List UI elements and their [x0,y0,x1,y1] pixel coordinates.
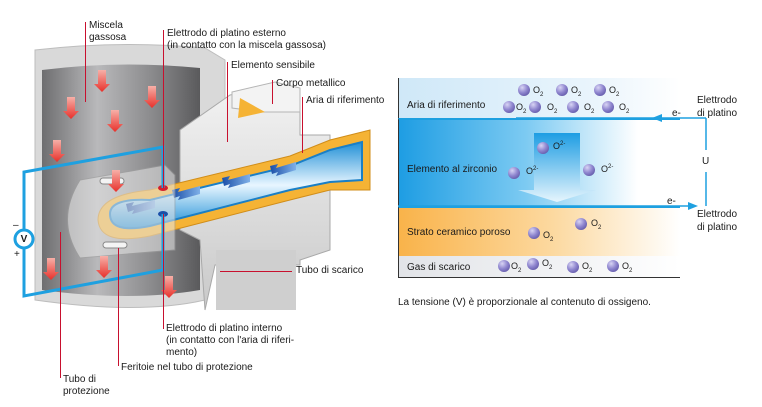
leader-elettrodo-esterno [163,30,164,188]
o2-molecule [594,84,606,96]
o2-label: O2 [516,102,527,115]
label-elettrodo-esterno: Elettrodo di platino esterno (in contatt… [167,28,326,51]
voltmeter-plus: + [14,249,20,260]
electron-label-bottom: e- [667,196,676,207]
o2-label: O2 [584,102,595,115]
label-aria-riferimento: Aria di riferimento [306,95,385,106]
o2-molecule [529,101,541,113]
o2-molecule [527,258,539,270]
o2-ion [537,142,549,154]
leader-elemento-sensibile [227,62,228,142]
voltmeter-minus: – [13,220,19,231]
voltmeter-icon [13,228,35,250]
o2-label: O2 [582,261,593,274]
label-miscela-gassosa: Miscela gassosa [89,20,127,43]
o2-molecule [575,218,587,230]
label-tubo-protezione: Tubo di protezione [63,374,110,397]
o2-label: O2 [571,85,582,98]
o2-label: O2 [609,85,620,98]
leader-aria [302,97,303,153]
o2-ion [508,167,520,179]
o2-ion-label: O2- [601,164,614,174]
voltage-label: U [702,156,710,167]
o2-ion-label: O2- [526,166,539,176]
sensor-cutaway-drawing [13,43,371,311]
o2-ion [583,164,595,176]
label-tubo-scarico: Tubo di scarico [296,265,364,276]
o2-label: O2 [533,85,544,98]
ceramic-highlight [238,98,265,118]
o2-molecule [556,84,568,96]
protection-tube [67,164,176,259]
o2-label: O2 [622,261,633,274]
o2-label: O2 [511,261,522,274]
o2-ion-label: O2- [553,141,566,151]
label-electrode-top: Elettrodo di platino [697,95,738,119]
protection-tube-slot [102,241,128,249]
leader-feritoie [118,248,119,366]
o2-molecule [518,84,530,96]
layer-strato-ceramico: Strato ceramico poroso [398,206,680,256]
o2-label: O2 [591,218,602,231]
leader-tubo-protezione [60,232,61,378]
o2-label: O2 [542,258,553,271]
o2-molecule [498,260,510,272]
label-electrode-bottom: Elettrodo di platino [697,209,738,233]
electron-label-top: e- [672,108,681,119]
layer-gas-scarico: Gas di scarico [398,256,680,278]
o2-molecule [607,260,619,272]
o2-molecule [567,101,579,113]
o2-molecule [602,101,614,113]
o2-label: O2 [547,102,558,115]
caption: La tensione (V) è proporzionale al conte… [398,297,651,308]
o2-label: O2 [619,102,630,115]
o2-molecule [567,261,579,273]
o2-molecule [528,227,540,239]
label-corpo-metallico: Corpo metallico [276,78,346,89]
exhaust-gas-arrows [43,70,177,298]
label-elettrodo-interno: Elettrodo di platino interno (in contatt… [166,323,295,358]
layer-elemento-zirconio: Elemento al zirconio [398,118,680,206]
leader-miscela [85,22,86,102]
voltmeter-symbol: V [20,234,28,245]
o2-molecule [503,101,515,113]
o2-label: O2 [543,230,554,243]
layer-aria-riferimento: Aria di riferimento [398,78,680,118]
leader-tubo-scarico [220,271,292,272]
leader-corpo-metallico [272,80,273,104]
label-feritoie: Feritoie nel tubo di protezione [121,362,253,373]
leader-elettrodo-interno [163,214,164,329]
body-lower-block [216,250,296,310]
label-elemento-sensibile: Elemento sensibile [231,60,315,71]
